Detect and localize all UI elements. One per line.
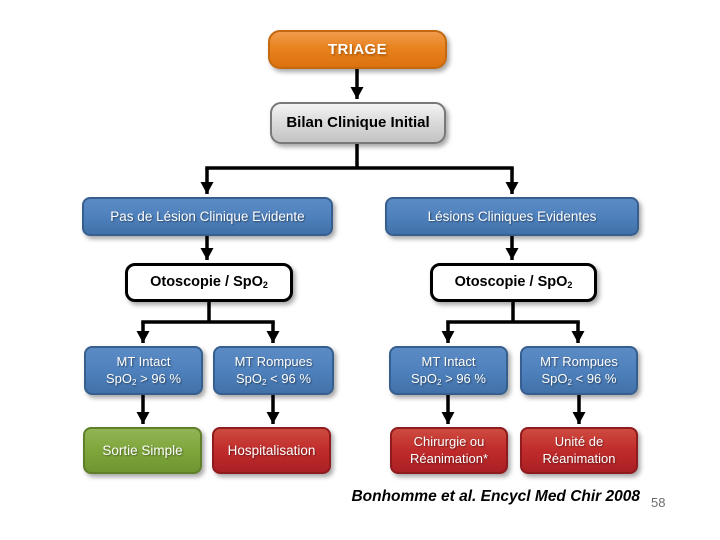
node-mt-intact-left: MT Intact SpO2 > 96 % — [84, 346, 203, 395]
node-hospitalisation: Hospitalisation — [212, 427, 331, 474]
node-bilan-label: Bilan Clinique Initial — [286, 114, 430, 132]
node-label-line2: SpO2 < 96 % — [541, 370, 617, 387]
node-lesions-evidentes: Lésions Cliniques Evidentes — [385, 197, 639, 236]
node-pas-de-lesion-label: Pas de Lésion Clinique Evidente — [110, 208, 305, 224]
node-label-line1: MT Intact — [116, 353, 171, 369]
node-label-line2: SpO2 > 96 % — [106, 370, 181, 387]
node-label-line2: SpO2 < 96 % — [236, 370, 311, 387]
node-triage: TRIAGE — [268, 30, 447, 69]
edge-otoscopie-left-skeleton — [141, 301, 275, 324]
node-mt-intact-right: MT Intact SpO2 > 96 % — [389, 346, 508, 395]
node-otoscopie-left: Otoscopie / SpO2 — [125, 263, 293, 302]
page-number: 58 — [651, 495, 666, 510]
node-unite-reanimation: Unité de Réanimation — [520, 427, 638, 474]
node-sortie-simple-label: Sortie Simple — [102, 442, 183, 458]
node-sortie-simple: Sortie Simple — [83, 427, 202, 474]
node-chirurgie-reanimation: Chirurgie ou Réanimation* — [390, 427, 508, 474]
edge-otoscopie-right-skeleton — [446, 301, 580, 324]
node-lesions-evidentes-label: Lésions Cliniques Evidentes — [427, 208, 597, 224]
citation: Bonhomme et al. Encycl Med Chir 2008 — [351, 488, 640, 505]
node-otoscopie-right: Otoscopie / SpO2 — [430, 263, 597, 302]
node-mt-rompues-right: MT Rompues SpO2 < 96 % — [520, 346, 638, 395]
node-pas-de-lesion: Pas de Lésion Clinique Evidente — [82, 197, 333, 236]
edge-bilan-split-skeleton — [205, 144, 514, 170]
node-label-line2: Réanimation — [542, 450, 616, 466]
node-mt-rompues-left: MT Rompues SpO2 < 96 % — [213, 346, 334, 395]
node-label-line1: Chirurgie ou — [413, 433, 485, 449]
node-label-line1: MT Intact — [421, 353, 476, 369]
node-label-line1: MT Rompues — [540, 353, 618, 369]
node-hospitalisation-label: Hospitalisation — [227, 442, 316, 458]
node-otoscopie-left-label: Otoscopie / SpO2 — [150, 274, 268, 291]
node-triage-label: TRIAGE — [327, 40, 388, 58]
node-label-line1: Unité de — [554, 433, 604, 449]
node-otoscopie-right-label: Otoscopie / SpO2 — [454, 274, 573, 291]
node-label-line2: Réanimation* — [409, 450, 489, 466]
node-label-line1: MT Rompues — [234, 353, 313, 369]
node-bilan-clinique-initial: Bilan Clinique Initial — [270, 102, 446, 144]
node-label-line2: SpO2 > 96 % — [411, 370, 486, 387]
